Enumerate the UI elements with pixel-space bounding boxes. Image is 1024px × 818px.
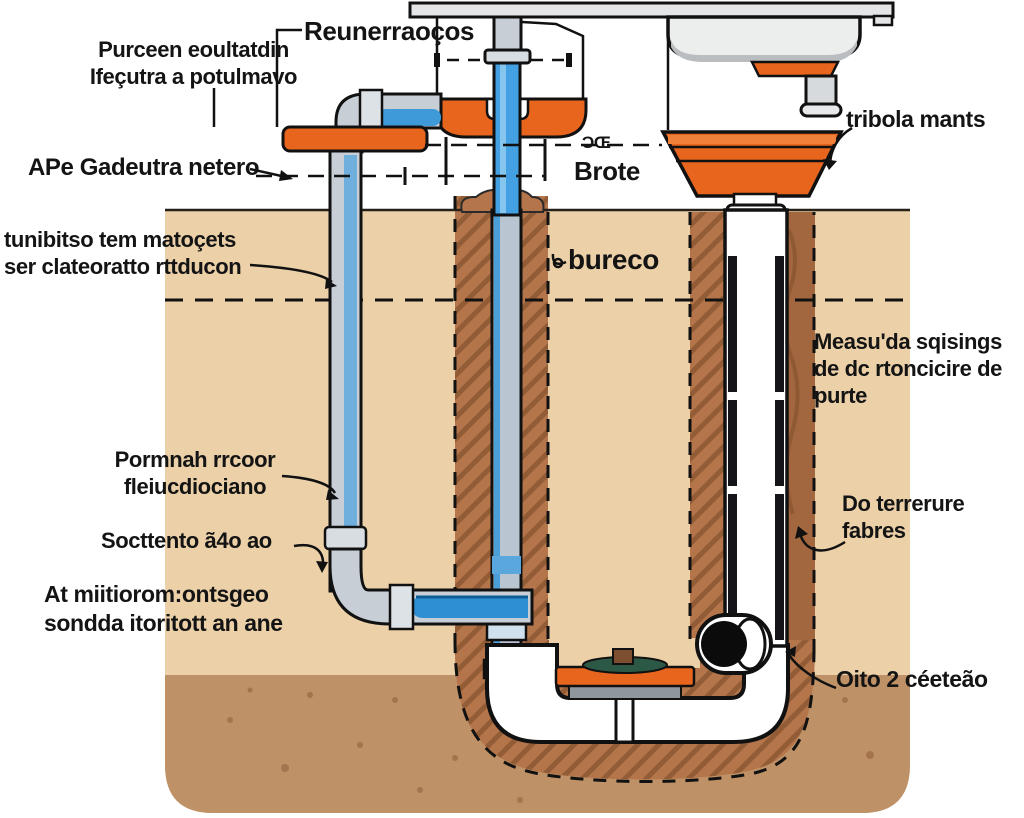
label-measuda-line2: de dc rtoncicire de — [814, 356, 1003, 381]
label-purceen: Purceen eoultatdin Ifeçutra a potulmavo — [86, 36, 301, 90]
drain-stem — [614, 696, 635, 744]
bottom-u-trap — [485, 643, 790, 744]
callout-arrowheads — [316, 159, 837, 657]
label-ape-gadeutra: APe Gadeutra netero — [28, 154, 260, 181]
label-tribola: tribola mants — [846, 106, 986, 132]
label-brote-small: ƆŒ — [582, 133, 611, 152]
label-at-mii-line1: At miitiorom:ontsgeo — [44, 581, 269, 607]
label-socttento: Socttento ã4o ao — [101, 528, 272, 553]
label-pormnah: Pormnah rrcoor fleiucdiociano — [105, 446, 285, 500]
countertop — [408, 1, 895, 27]
label-purceen-line1: Purceen eoultatdin — [98, 37, 289, 62]
label-purceen-line2: Ifeçutra a potulmavo — [89, 64, 298, 89]
label-at-mii: At miitiorom:ontsgeo sondda itoritott an… — [44, 580, 283, 638]
label-tunibitso: tunibitso tem matoçets ser clateoratto r… — [4, 226, 242, 280]
sink-basin — [666, 15, 862, 118]
label-brote: Brote — [574, 156, 640, 186]
label-measuda-line3: purte — [814, 383, 868, 408]
central-pipe-top — [483, 15, 532, 217]
left-supply-pipe — [281, 125, 534, 631]
label-at-mii-line2: sondda itoritott an ane — [44, 610, 283, 636]
trench-dashed-boundaries — [453, 196, 816, 783]
label-pormnah-line1: Pormnah rrcoor — [114, 447, 276, 472]
right-vertical-pipe — [723, 208, 789, 648]
label-do-terrerure-line2: fabres — [842, 518, 906, 543]
guide-lines — [434, 17, 585, 99]
sink-drain-gasket — [749, 60, 841, 78]
label-do-terrerure-line1: Do terrerure — [842, 491, 965, 516]
label-tunibitso-line2: ser clateoratto rttducon — [4, 254, 242, 279]
lid-knob — [612, 648, 634, 665]
label-measuda: Measu'da sqisings de dc rtoncicire de pu… — [814, 328, 1002, 409]
label-bureco: bureco — [568, 244, 659, 275]
label-do-terrerure: Do terrerure fabres — [842, 490, 965, 544]
pipe-outlet-opening — [695, 613, 773, 675]
label-tunibitso-line1: tunibitso tem matoçets — [4, 227, 237, 252]
label-reunerranos: Reunerraoços — [304, 16, 475, 46]
label-pormnah-line2: fleiucdiociano — [123, 474, 267, 499]
label-oito: Oito 2 céeteão — [836, 666, 988, 692]
callout-leaders — [212, 28, 853, 690]
dimension-lines — [249, 137, 662, 185]
label-measuda-line1: Measu'da sqisings — [814, 329, 1002, 354]
